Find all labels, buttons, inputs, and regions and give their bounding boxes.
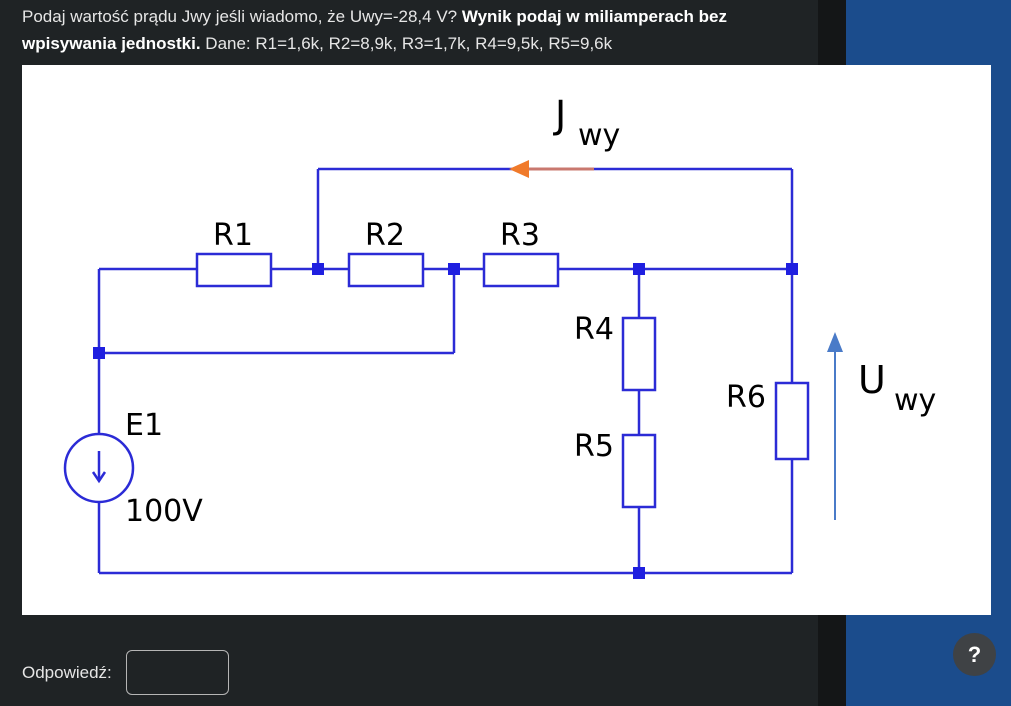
label-r3: R3 [500,218,540,253]
label-jwy: J wy [553,93,620,153]
resistor-r2 [347,252,425,288]
question-bold: Wynik podaj w miliamperach bez wpisywani… [22,7,727,53]
label-r1: R1 [213,218,253,253]
question-part1: Podaj wartość prądu Jwy jeśli wiadomo, ż… [22,7,462,26]
question-part2: Dane: R1=1,6k, R2=8,9k, R3=1,7k, R4=9,5k… [200,34,613,53]
node [312,263,324,275]
labels: R1 R2 R3 R4 R5 R6 E1 100V [125,218,766,529]
answer-label: Odpowiedź: [22,663,112,682]
node [93,347,105,359]
circuit-diagram: R1 R2 R3 R4 R5 R6 E1 100V J wy U wy [22,65,991,615]
node [448,263,460,275]
label-r2: R2 [365,218,405,253]
voltage-arrow-uwy [827,332,843,520]
label-jwy-sub: wy [578,118,620,153]
node [786,263,798,275]
current-arrow-jwy [509,160,594,178]
resistor-r4 [621,316,657,392]
resistor-r6 [774,381,810,461]
label-jwy-main: J [553,93,566,137]
label-uwy: U wy [858,358,936,418]
arrow-left-icon [509,160,529,178]
nodes [93,263,798,579]
arrow-down-icon [91,471,107,484]
resistor-r1 [195,252,273,288]
label-e1-value: 100V [125,494,203,529]
answer-input[interactable] [126,650,229,695]
node [633,263,645,275]
label-e1: E1 [125,408,163,443]
current-source-e1 [63,432,135,504]
help-button[interactable]: ? [953,633,996,676]
resistors [195,252,810,509]
question-text: Podaj wartość prądu Jwy jeśli wiadomo, ż… [22,3,812,57]
resistor-r5 [621,433,657,509]
node [633,567,645,579]
label-r4: R4 [574,312,614,347]
label-uwy-main: U [858,358,886,402]
label-r5: R5 [574,429,614,464]
resistor-r3 [482,252,560,288]
circuit-svg: R1 R2 R3 R4 R5 R6 E1 100V J wy U wy [63,93,936,579]
arrow-up-icon [827,332,843,352]
label-r6: R6 [726,380,766,415]
label-uwy-sub: wy [894,383,936,418]
wires [97,167,794,575]
